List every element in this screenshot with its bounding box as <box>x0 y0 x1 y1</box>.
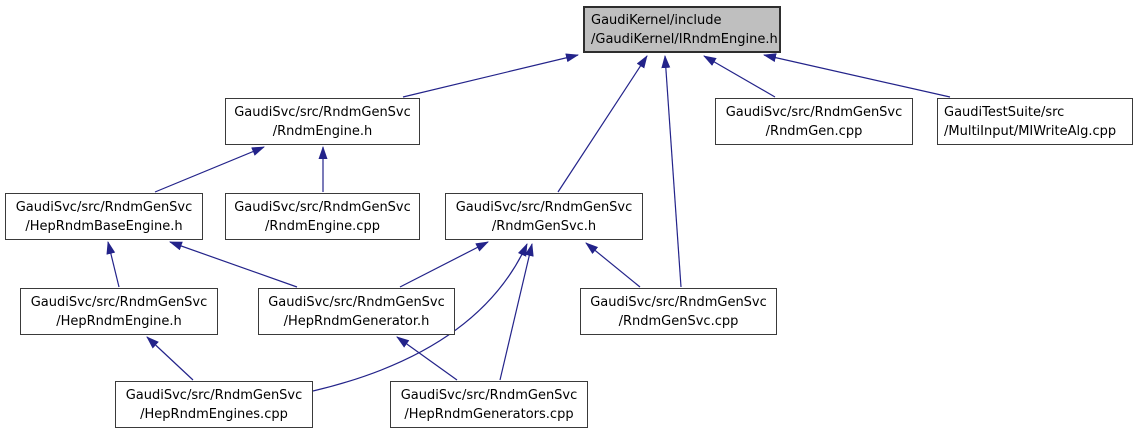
node-label-line1: GaudiSvc/src/RndmGenSvc <box>268 294 445 310</box>
node-label-line1: GaudiSvc/src/RndmGenSvc <box>234 104 411 120</box>
node-label-line2: /MultiInput/MIWriteAlg.cpp <box>944 123 1117 139</box>
node-heprndmengines-cpp[interactable]: GaudiSvc/src/RndmGenSvc/HepRndmEngines.c… <box>115 381 313 428</box>
node-label-line2: /HepRndmBaseEngine.h <box>25 218 183 234</box>
node-label-line2: /HepRndmGenerators.cpp <box>404 406 574 422</box>
edge-heprndmgenerator-h-to-heprndmbaseengine-h <box>169 241 298 288</box>
edge-heprndmgenerators-cpp-to-rndmgensvc-h <box>499 243 534 381</box>
node-miwritealg-cpp[interactable]: GaudiTestSuite/src/MultiInput/MIWriteAlg… <box>937 98 1133 145</box>
node-heprndmgenerator-h[interactable]: GaudiSvc/src/RndmGenSvc/HepRndmGenerator… <box>258 288 455 335</box>
node-heprndmbaseengine-h[interactable]: GaudiSvc/src/RndmGenSvc/HepRndmBaseEngin… <box>5 193 203 240</box>
node-rndmgensvc-h[interactable]: GaudiSvc/src/RndmGenSvc/RndmGenSvc.h <box>445 193 643 240</box>
node-label-line2: /RndmEngine.h <box>272 123 373 139</box>
node-rndmengine-h[interactable]: GaudiSvc/src/RndmGenSvc/RndmEngine.h <box>225 98 420 145</box>
edge-rndmengine-h-to-irndmengine-h <box>402 53 579 98</box>
edge-heprndmgenerator-h-to-rndmgensvc-h <box>399 241 489 288</box>
node-label-line2: /RndmEngine.cpp <box>265 218 380 234</box>
edge-heprndmengine-h-to-heprndmbaseengine-h <box>106 241 120 288</box>
edge-rndmgen-cpp-to-irndmengine-h <box>703 55 776 98</box>
node-label-line2: /GaudiKernel/IRndmEngine.h <box>591 31 778 47</box>
edge-heprndmgenerators-cpp-to-heprndmgenerator-h <box>396 336 458 381</box>
node-rndmgensvc-cpp[interactable]: GaudiSvc/src/RndmGenSvc/RndmGenSvc.cpp <box>580 288 777 335</box>
node-label-line1: GaudiSvc/src/RndmGenSvc <box>400 387 578 403</box>
node-label-line2: /RndmGenSvc.cpp <box>618 313 739 329</box>
node-label-line2: /HepRndmEngine.h <box>56 313 182 329</box>
node-label-line2: /RndmGen.cpp <box>765 123 863 139</box>
node-label-line2: /HepRndmEngines.cpp <box>140 406 288 422</box>
node-heprndmengine-h[interactable]: GaudiSvc/src/RndmGenSvc/HepRndmEngine.h <box>20 288 218 335</box>
node-label-line2: /HepRndmGenerator.h <box>283 313 430 329</box>
edge-miwritealg-cpp-to-irndmengine-h <box>763 53 951 98</box>
node-label-line1: GaudiKernel/include <box>591 12 722 28</box>
node-label-line1: GaudiSvc/src/RndmGenSvc <box>234 199 411 215</box>
edge-rndmgensvc-cpp-to-irndmengine-h <box>661 55 682 288</box>
edge-heprndmbaseengine-h-to-rndmengine-h <box>154 146 265 193</box>
node-rndmengine-cpp[interactable]: GaudiSvc/src/RndmGenSvc/RndmEngine.cpp <box>225 193 420 240</box>
edge-rndmgensvc-cpp-to-rndmgensvc-h <box>585 242 641 288</box>
node-label-line1: GaudiSvc/src/RndmGenSvc <box>590 294 767 310</box>
node-label-line1: GaudiSvc/src/RndmGenSvc <box>125 387 303 403</box>
node-label-line1: GaudiSvc/src/RndmGenSvc <box>15 199 193 215</box>
node-label-line1: GaudiTestSuite/src <box>944 104 1065 120</box>
node-label-line1: GaudiSvc/src/RndmGenSvc <box>725 104 903 120</box>
edge-rndmgensvc-h-to-irndmengine-h <box>557 55 648 193</box>
node-heprndmgenerators-cpp[interactable]: GaudiSvc/src/RndmGenSvc/HepRndmGenerator… <box>390 381 588 428</box>
node-rndmgen-cpp[interactable]: GaudiSvc/src/RndmGenSvc/RndmGen.cpp <box>715 98 913 145</box>
edge-heprndmengines-cpp-to-heprndmengine-h <box>146 336 194 381</box>
node-label-line1: GaudiSvc/src/RndmGenSvc <box>30 294 208 310</box>
node-label-line1: GaudiSvc/src/RndmGenSvc <box>455 199 633 215</box>
node-irndmengine-h: GaudiKernel/include/GaudiKernel/IRndmEng… <box>583 6 781 53</box>
node-label-line2: /RndmGenSvc.h <box>491 218 597 234</box>
